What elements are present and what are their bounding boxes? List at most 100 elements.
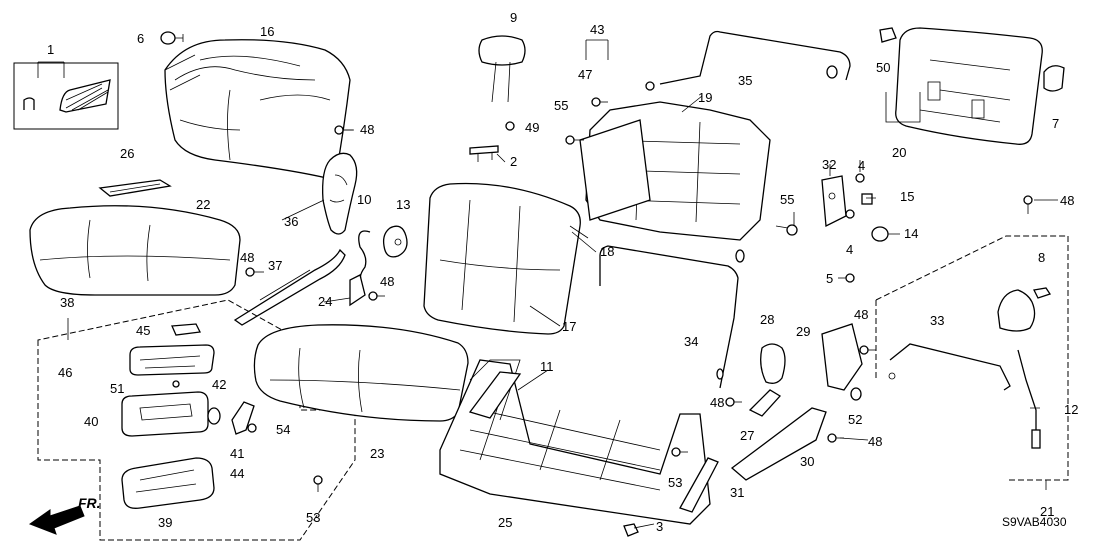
callout-11: 11 xyxy=(540,359,554,374)
part-14-cap xyxy=(871,226,889,242)
callout-4a: 4 xyxy=(858,158,865,173)
callout-47: 47 xyxy=(578,67,592,82)
part-48-bolt-c xyxy=(368,291,385,301)
part-40-console xyxy=(121,391,209,437)
part-17-18-seatback xyxy=(423,182,589,335)
callout-40: 40 xyxy=(84,414,98,429)
callout-39: 39 xyxy=(158,515,172,530)
callout-52: 52 xyxy=(848,412,862,427)
part-37-latch-cable xyxy=(233,248,346,326)
callout-37: 37 xyxy=(268,258,282,273)
callout-48a: 48 xyxy=(360,122,374,137)
callout-48d: 48 xyxy=(710,395,724,410)
callout-48g: 48 xyxy=(1060,193,1074,208)
callout-43: 43 xyxy=(590,22,604,37)
part-27-bracket xyxy=(748,389,782,417)
part-15-washer xyxy=(861,193,873,205)
callout-55a: 55 xyxy=(554,98,568,113)
callout-50: 50 xyxy=(876,60,890,75)
callout-14: 14 xyxy=(904,226,918,241)
callout-16: 16 xyxy=(260,24,274,39)
callout-2: 2 xyxy=(510,154,517,169)
part-9-headrest xyxy=(478,35,526,103)
part-7-hook xyxy=(1043,65,1065,92)
part-20-back-panel xyxy=(885,27,1043,145)
callout-10: 10 xyxy=(357,192,371,207)
callout-49: 49 xyxy=(525,120,539,135)
callout-9: 9 xyxy=(510,10,517,25)
callout-36: 36 xyxy=(284,214,298,229)
part-42-bushing xyxy=(207,407,221,425)
part-35-cable xyxy=(645,30,851,91)
callout-31: 31 xyxy=(730,485,744,500)
callout-42: 42 xyxy=(212,377,226,392)
part-47-bolt xyxy=(591,97,608,107)
callout-8: 8 xyxy=(1038,250,1045,265)
callout-28: 28 xyxy=(760,312,774,327)
part-48-bolt-g xyxy=(1023,195,1033,214)
part-36-hinge-cover xyxy=(322,152,358,235)
part-13-knob xyxy=(382,225,408,258)
callout-1: 1 xyxy=(47,42,54,57)
part-48-bolt-b xyxy=(245,267,264,277)
callout-48b: 48 xyxy=(240,250,254,265)
callout-54: 54 xyxy=(276,422,290,437)
callout-21: 21 xyxy=(1040,504,1054,519)
part-23-seat-cushion xyxy=(253,324,469,422)
part-33-cable xyxy=(888,343,1011,391)
part-49-screw xyxy=(505,121,515,131)
callout-30: 30 xyxy=(800,454,814,469)
part-55-bolt-b xyxy=(775,224,798,236)
callout-26: 26 xyxy=(120,146,134,161)
callout-13: 13 xyxy=(396,197,410,212)
callout-23: 23 xyxy=(370,446,384,461)
part-12-cable xyxy=(1017,349,1041,449)
part-29-cover xyxy=(821,323,863,391)
part-16-seatback-cover xyxy=(164,39,351,181)
part-52-cap xyxy=(850,387,862,401)
part-11-rail xyxy=(468,371,522,419)
callout-17: 17 xyxy=(562,319,576,334)
part-30-garnish xyxy=(730,407,827,481)
part-55-bolt-a xyxy=(565,135,584,145)
callout-12: 12 xyxy=(1064,402,1078,417)
part-handle xyxy=(997,289,1036,332)
callout-34: 34 xyxy=(684,334,698,349)
callout-labels: 1 2 3 4 4 5 6 7 8 9 10 11 12 13 14 15 16… xyxy=(47,10,1078,534)
callout-44: 44 xyxy=(230,466,244,481)
part-22-seat-cushion-cover xyxy=(29,205,241,296)
leader-lines xyxy=(281,95,1058,529)
callout-22: 22 xyxy=(196,197,210,212)
callout-19: 19 xyxy=(698,90,712,105)
part-46-lid xyxy=(129,344,215,376)
callout-4b: 4 xyxy=(846,242,853,257)
callout-55b: 55 xyxy=(780,192,794,207)
part-48-bolt-d xyxy=(725,397,742,407)
part-24-bracket xyxy=(349,274,366,307)
front-direction-arrow: FR. xyxy=(28,495,101,535)
callout-48e: 48 xyxy=(854,307,868,322)
part-51-screw xyxy=(172,380,180,388)
part-39-armrest-base xyxy=(121,457,215,509)
part-10-spring xyxy=(358,230,371,280)
callout-53b: 53 xyxy=(668,475,682,490)
part-6-clip xyxy=(160,31,184,45)
part-34-cable xyxy=(599,245,745,389)
callout-25: 25 xyxy=(498,515,512,530)
part-41-44-bracket xyxy=(231,401,257,435)
part-5-screw xyxy=(838,273,855,283)
callout-3: 3 xyxy=(656,519,663,534)
callout-29: 29 xyxy=(796,324,810,339)
part-26-trim xyxy=(98,179,172,197)
part-1-clip-box xyxy=(13,61,119,130)
part-32-latch-cover xyxy=(821,175,847,228)
part-28-cover xyxy=(760,343,786,384)
part-48-bolt-e xyxy=(859,345,876,355)
callout-18: 18 xyxy=(600,244,614,259)
callout-51: 51 xyxy=(110,381,124,396)
part-8-cap xyxy=(1033,287,1052,299)
callout-5: 5 xyxy=(826,271,833,286)
part-21-handle-box xyxy=(875,235,1069,490)
callout-53a: 53 xyxy=(306,510,320,525)
part-53-screw-b xyxy=(671,447,688,457)
